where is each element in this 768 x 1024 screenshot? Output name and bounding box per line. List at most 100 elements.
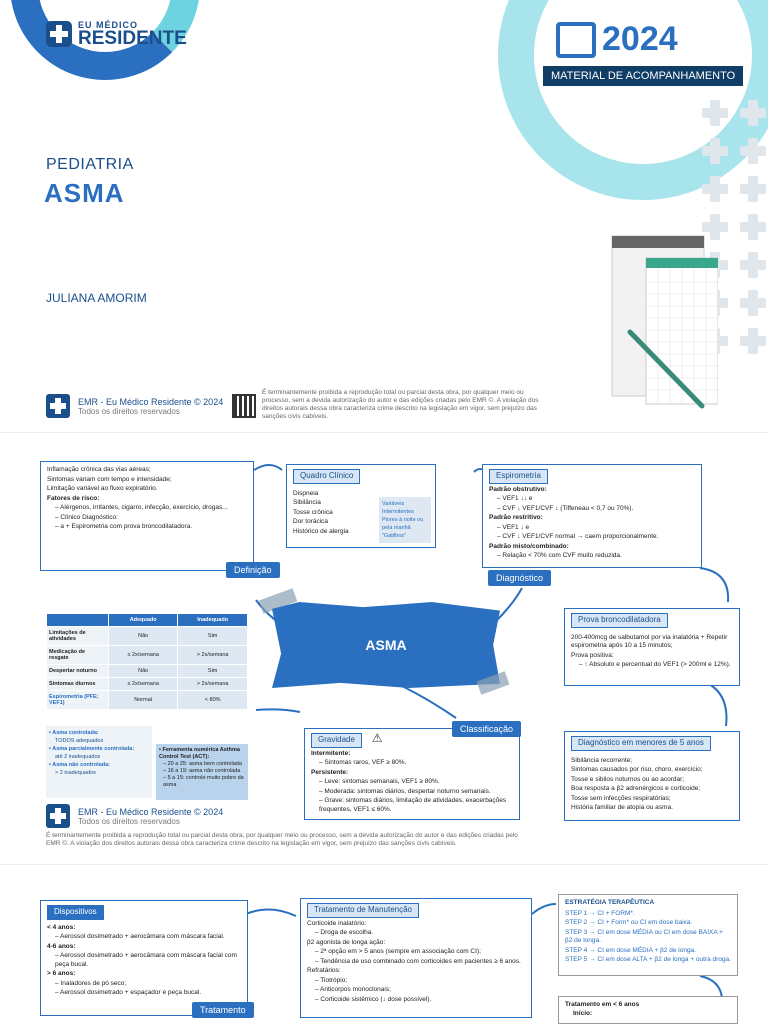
gravidade-title: Gravidade bbox=[311, 733, 362, 748]
act-note: • Ferramenta numérica Asthma Control Tes… bbox=[156, 744, 248, 800]
gravidade-item: – Grave: sintomas diários, limitação de … bbox=[311, 797, 513, 814]
manutencao-title: Tratamento de Manutenção bbox=[307, 903, 419, 918]
dispositivos-item: 4-6 anos: bbox=[47, 943, 241, 952]
manutencao-item: – Corticoide sistêmico (↓ dose possível)… bbox=[307, 996, 525, 1005]
dispositivos-item: < 4 anos: bbox=[47, 924, 241, 933]
gravidade-item: Persistente: bbox=[311, 769, 513, 778]
legend-item: • Asma parcialmente controlada: bbox=[49, 745, 149, 753]
menores-5-box: Diagnóstico em menores de 5 anos Sibilân… bbox=[564, 731, 740, 821]
espirometria-item: – VEF1 ↓↓ e bbox=[489, 495, 695, 504]
definicao-item: Sintomas variam com tempo e intensidade; bbox=[47, 476, 247, 485]
espirometria-item: – VEF1 ↓ e bbox=[489, 524, 695, 533]
manutencao-item: Refratários: bbox=[307, 967, 525, 976]
definicao-item: Limitação variável ao fluxo expiratório. bbox=[47, 485, 247, 494]
dispositivos-item: – Aerossol dosimetrado + espaçador e peç… bbox=[47, 989, 241, 998]
definicao-item: Fatores de risco: bbox=[47, 495, 247, 504]
estrategia-title: ESTRATÉGIA TERAPÊUTICA bbox=[565, 899, 731, 908]
definicao-item: – Clínico Diagnóstico: bbox=[47, 514, 247, 523]
definicao-item: Inflamação crônica das vias aéreas; bbox=[47, 466, 247, 475]
manutencao-item: – Tendência de uso combinado com cortico… bbox=[307, 958, 525, 967]
estrategia-item: STEP 5 → CI em dose ALTA + β2 de longa +… bbox=[565, 956, 731, 965]
quadro-side-item: Intermitentes bbox=[382, 508, 428, 516]
gravidade-item: – Leve: sintomas semanais, VEF1 ≥ 80%. bbox=[311, 778, 513, 787]
table-cell: Limitações de atividades bbox=[47, 627, 109, 646]
table-cell: Despertar noturno bbox=[47, 665, 109, 678]
table-cell: Sintomas diurnos bbox=[47, 678, 109, 691]
espirometria-item: – Relação < 70% com CVF muito reduzida. bbox=[489, 552, 695, 561]
menores-5-title: Diagnóstico em menores de 5 anos bbox=[571, 736, 711, 751]
gravidade-item: Intermitente: bbox=[311, 750, 513, 759]
quadro-clinico-box: Quadro Clínico Dispneia Sibilância Tosse… bbox=[286, 464, 436, 548]
legend-item: TODOS adequados bbox=[49, 737, 149, 745]
manutencao-item: – Tiotrópio; bbox=[307, 977, 525, 986]
quadro-side-item: "Gatilhos" bbox=[382, 532, 428, 540]
espirometria-item: – CVF ↓ VEF1/CVF normal → caem proporcio… bbox=[489, 533, 695, 542]
table-header-row: Adequado Inadequado bbox=[47, 614, 248, 627]
diagnostico-tag: Diagnóstico bbox=[488, 570, 551, 586]
warning-icon: ⚠ bbox=[372, 731, 383, 745]
quadro-side-note: Variáveis Intermitentes Piores à noite o… bbox=[379, 497, 431, 543]
page-divider bbox=[0, 864, 768, 865]
table-cell: Não bbox=[109, 665, 178, 678]
gravidade-item: – Sintomas raros, VEF ≥ 80%. bbox=[311, 759, 513, 768]
estrategia-box: ESTRATÉGIA TERAPÊUTICA STEP 1 → CI + FOR… bbox=[558, 894, 738, 976]
table-cell: Medicação de resgate bbox=[47, 646, 109, 665]
estrategia-item: STEP 2 → CI + Form* ou CI em dose baixa. bbox=[565, 919, 731, 928]
gravidade-box: Gravidade ⚠ Intermitente: – Sintomas rar… bbox=[304, 728, 520, 820]
controle-legend: • Asma controlada: TODOS adequados • Asm… bbox=[46, 726, 152, 798]
espirometria-item: – CVF ↓ VEF1/CVF ↓ (Tiffeneau < 0,7 ou 7… bbox=[489, 505, 695, 514]
act-item: – 16 a 19: asma não controlada bbox=[159, 768, 245, 775]
manutencao-item: – 2ª opção em > 5 anos (sempre em associ… bbox=[307, 948, 525, 957]
manutencao-item: β2 agonista de longa ação: bbox=[307, 939, 525, 948]
prova-item: – ↑ Absoluto e percentual do VEF1 (> 200… bbox=[571, 661, 733, 670]
quadro-clinico-title: Quadro Clínico bbox=[293, 469, 360, 484]
espirometria-box: Espirometria Padrão obstrutivo: – VEF1 ↓… bbox=[482, 464, 702, 568]
table-cell: Espirometria (PFE; VEF1) bbox=[47, 691, 109, 710]
menores-item: Tosse e sibilos noturnos ou ao acordar; bbox=[571, 776, 733, 785]
menor-6-item: Início: bbox=[565, 1010, 731, 1019]
menores-item: Sintomas causados por riso, choro, exerc… bbox=[571, 766, 733, 775]
table-cell: Sim bbox=[178, 627, 248, 646]
tratamento-tag: Tratamento bbox=[192, 1002, 254, 1018]
table-row: Limitações de atividades Não Sim bbox=[47, 627, 248, 646]
table-header: Inadequado bbox=[178, 614, 248, 627]
manutencao-item: – Droga de escolha. bbox=[307, 929, 525, 938]
prova-box: Prova broncodilatadora 200-400mcg de sal… bbox=[564, 608, 740, 686]
menor-6-box: Tratamento em < 6 anos Início: bbox=[558, 996, 738, 1024]
estrategia-item: STEP 4 → CI em dose MÉDIA + β2 de longa. bbox=[565, 947, 731, 956]
espirometria-item: Padrão obstrutivo: bbox=[489, 486, 695, 495]
manutencao-item: Corticoide inalatório: bbox=[307, 920, 525, 929]
dispositivos-item: – Aerossol dosimetrado + aerocâmara com … bbox=[47, 933, 241, 942]
table-header bbox=[47, 614, 109, 627]
menores-item: Tosse sem infecções respiratórias; bbox=[571, 795, 733, 804]
act-item: – 20 a 25: asma bem controlada bbox=[159, 761, 245, 768]
table-cell: > 2x/semana bbox=[178, 678, 248, 691]
footer-line1: EMR - Eu Médico Residente © 2024 bbox=[78, 807, 223, 817]
definicao-tag: Definição bbox=[226, 562, 280, 578]
dispositivos-item: – Inaladores de pó seco; bbox=[47, 980, 241, 989]
table-header: Adequado bbox=[109, 614, 178, 627]
table-cell: < 80% bbox=[178, 691, 248, 710]
table-row: Espirometria (PFE; VEF1) Normal < 80% bbox=[47, 691, 248, 710]
espirometria-item: Padrão misto/combinado: bbox=[489, 543, 695, 552]
act-item: • Ferramenta numérica Asthma Control Tes… bbox=[159, 747, 245, 761]
legal-notice-2: É terminantemente proibida a reprodução … bbox=[46, 832, 526, 848]
estrategia-item: STEP 3 → CI em dose MÉDIA ou CI em dose … bbox=[565, 929, 731, 946]
center-topic: ASMA bbox=[272, 602, 500, 688]
table-cell: ≤ 2x/semana bbox=[109, 678, 178, 691]
definicao-item: – a + Espirometria com prova broncodilat… bbox=[47, 523, 247, 532]
dispositivos-item: > 6 anos: bbox=[47, 970, 241, 979]
table-cell: Sim bbox=[178, 665, 248, 678]
definicao-box: Inflamação crônica das vias aéreas; Sint… bbox=[40, 461, 254, 571]
table-cell: > 2x/semana bbox=[178, 646, 248, 665]
prova-item: Prova positiva: bbox=[571, 652, 733, 661]
menores-item: História familiar de atopia ou asma. bbox=[571, 804, 733, 813]
menor-6-title: Tratamento em < 6 anos bbox=[565, 1001, 731, 1010]
gravidade-item: – Moderada: sintomas diários, despertar … bbox=[311, 788, 513, 797]
dispositivos-title: Dispositivos bbox=[47, 905, 104, 920]
legend-item: • Asma não controlada: bbox=[49, 761, 149, 769]
legend-item: > 2 inadequados bbox=[49, 769, 149, 777]
prova-title: Prova broncodilatadora bbox=[571, 613, 668, 628]
table-cell: ≤ 2x/semana bbox=[109, 646, 178, 665]
dispositivos-box: Dispositivos < 4 anos: – Aerossol dosime… bbox=[40, 900, 248, 1016]
